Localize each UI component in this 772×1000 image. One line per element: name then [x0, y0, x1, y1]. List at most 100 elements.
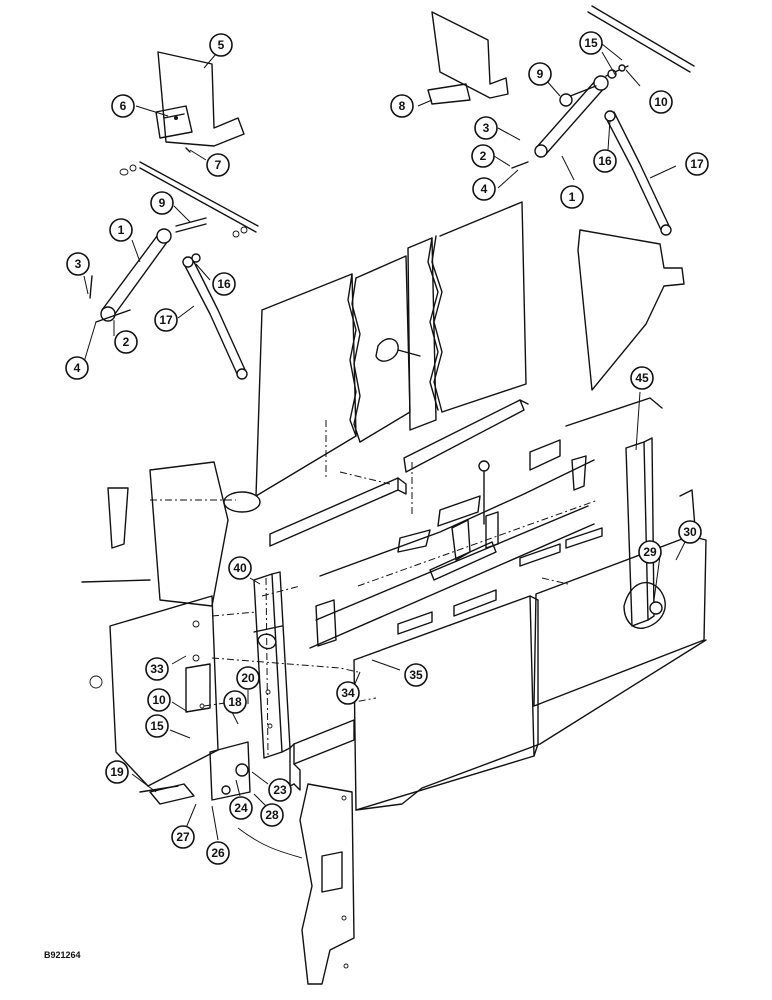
callout-number: 27: [176, 830, 190, 844]
right-side-panel: [533, 489, 707, 707]
callout-circle: [229, 796, 253, 820]
callout-number: 2: [480, 149, 487, 163]
callout-circle: [685, 152, 709, 176]
callout-10: 10: [147, 688, 171, 712]
callout-17: 17: [685, 152, 709, 176]
callout-circle: [66, 252, 90, 276]
callout-24: 24: [229, 796, 253, 820]
callout-circle: [65, 356, 89, 380]
callout-circle: [678, 520, 702, 544]
callout-number: 29: [643, 545, 657, 559]
callout-circle: [105, 760, 129, 784]
callout-number: 20: [241, 671, 255, 685]
callout-circle: [472, 177, 496, 201]
callout-23: 23: [268, 778, 292, 802]
callout-circle: [114, 330, 138, 354]
callout-34: 34: [336, 681, 360, 705]
callout-circle: [223, 690, 247, 714]
callout-circle: [109, 218, 133, 242]
callout-40: 40: [228, 556, 252, 580]
callout-18: 18: [223, 690, 247, 714]
alignment-lines: [150, 420, 599, 757]
callout-circle: [154, 308, 178, 332]
callout-9: 9: [528, 62, 552, 86]
callout-number: 33: [150, 662, 164, 676]
left-cross-rod: [119, 161, 259, 238]
callout-19: 19: [105, 760, 129, 784]
left-upper-shield: [155, 51, 245, 153]
center-bars: [269, 399, 529, 547]
center-frame: [309, 439, 603, 649]
long-support-bar: [237, 783, 355, 985]
callout-number: 16: [217, 277, 231, 291]
callout-circle: [171, 825, 195, 849]
callout-circle: [111, 94, 135, 118]
callout-30: 30: [678, 520, 702, 544]
callout-circle: [145, 657, 169, 681]
right-upper-shield: [427, 11, 509, 105]
callout-circle: [206, 153, 230, 177]
callout-circle: [593, 149, 617, 173]
callout-10: 10: [649, 90, 673, 114]
callout-circle: [150, 191, 174, 215]
callout-number: 26: [211, 846, 225, 860]
callout-circle: [206, 841, 230, 865]
callout-number: 9: [537, 67, 544, 81]
callout-number: 15: [150, 719, 164, 733]
callout-circle: [236, 666, 260, 690]
callout-35: 35: [404, 663, 428, 687]
callout-number: 17: [159, 313, 173, 327]
callout-number: 4: [74, 361, 81, 375]
front-panel: [353, 595, 707, 811]
callout-33: 33: [145, 657, 169, 681]
callout-number: 5: [218, 38, 225, 52]
front-channel: [289, 719, 355, 791]
callout-4: 4: [65, 356, 89, 380]
callout-29: 29: [638, 540, 662, 564]
callout-16: 16: [212, 272, 236, 296]
callout-number: 3: [483, 121, 490, 135]
callout-16: 16: [593, 149, 617, 173]
callout-circle: [404, 663, 428, 687]
callout-circle: [268, 778, 292, 802]
left-front-shield: [81, 461, 261, 607]
callout-5: 5: [209, 33, 233, 57]
callout-number: 30: [683, 525, 697, 539]
callout-circle: [209, 33, 233, 57]
right-cross-rod: [587, 5, 695, 73]
callout-number: 35: [409, 668, 423, 682]
callout-circle: [649, 90, 673, 114]
callout-26: 26: [206, 841, 230, 865]
callout-circle: [228, 556, 252, 580]
callout-number: 45: [635, 371, 649, 385]
callout-number: 9: [159, 196, 166, 210]
callout-15: 15: [579, 31, 603, 55]
callout-circle: [579, 31, 603, 55]
callout-1: 1: [109, 218, 133, 242]
right-wall-panel: [375, 201, 527, 431]
callout-circle: [260, 803, 284, 827]
callout-number: 6: [120, 99, 127, 113]
callout-number: 16: [598, 154, 612, 168]
callout-circle: [471, 144, 495, 168]
callout-circle: [147, 688, 171, 712]
callout-2: 2: [114, 330, 138, 354]
callout-number: 10: [152, 693, 166, 707]
callout-20: 20: [236, 666, 260, 690]
callout-number: 24: [234, 801, 248, 815]
callout-28: 28: [260, 803, 284, 827]
callout-number: 8: [399, 99, 406, 113]
callout-number: 4: [481, 182, 488, 196]
right-link-arm: [511, 64, 629, 169]
callout-15: 15: [145, 714, 169, 738]
callout-45: 45: [630, 366, 654, 390]
callout-number: 17: [690, 157, 704, 171]
figure-id: B921264: [44, 950, 81, 960]
callout-circle: [212, 272, 236, 296]
left-link-arm: [89, 217, 207, 323]
callout-number: 15: [584, 36, 598, 50]
callout-circle: [560, 185, 584, 209]
bracket-assembly: [139, 741, 251, 805]
